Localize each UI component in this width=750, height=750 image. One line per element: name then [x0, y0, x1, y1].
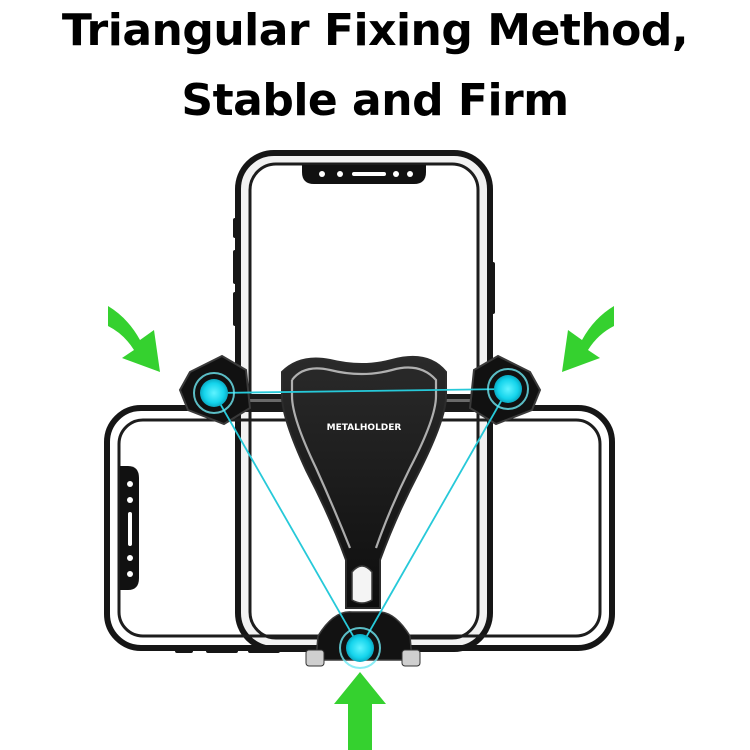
- contact-point-left: [200, 379, 228, 407]
- arrow-right-icon: [562, 306, 614, 372]
- contact-point-right: [494, 375, 522, 403]
- triangle-right-line: [359, 388, 509, 649]
- contact-point-bottom: [346, 634, 374, 662]
- arrow-up-icon: [334, 672, 386, 750]
- arrow-left-icon: [108, 306, 160, 372]
- triangle-left-line: [213, 392, 361, 649]
- triangle-top-line: [213, 388, 509, 394]
- force-arrows: [108, 306, 614, 750]
- brand-label: METALHOLDER: [327, 423, 402, 433]
- triangle-lines: [213, 388, 509, 649]
- headline-line-2: Stable and Firm: [181, 75, 569, 126]
- contact-points: [193, 368, 529, 669]
- headline-line-1: Triangular Fixing Method,: [61, 5, 689, 56]
